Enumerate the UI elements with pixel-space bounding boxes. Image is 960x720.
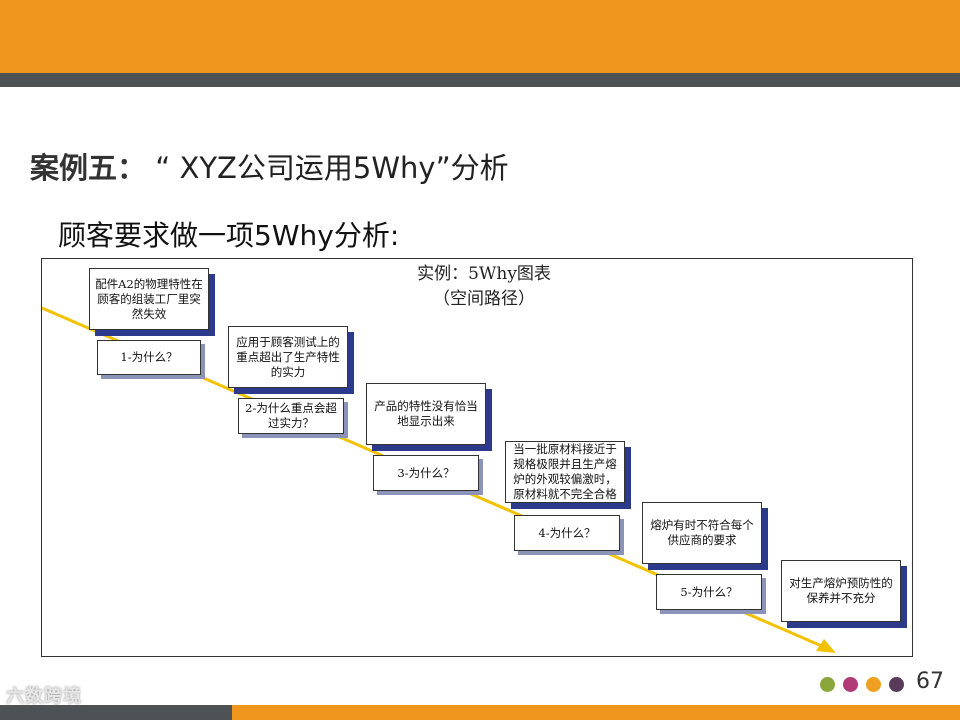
page-number: 67: [916, 669, 944, 694]
watermark-logo: 六数跨境: [6, 686, 82, 707]
title-lead: 案例五：: [30, 151, 147, 185]
fact-box-2: 应用于顾客测试上的重点超出了生产特性的实力: [228, 326, 348, 388]
slide-title: 案例五： “ XYZ公司运用5Why”分析: [30, 145, 509, 187]
caption-line-2: （空间路径）: [433, 289, 535, 309]
caption-line-1: 实例：5Why图表: [417, 264, 551, 284]
footer-bar-gray: [0, 705, 232, 720]
footer-dot-green: [820, 677, 835, 692]
fact-box-6: 对生产熔炉预防性的保养并不充分: [781, 560, 901, 622]
footer-dot-magenta: [843, 677, 858, 692]
slide-subtitle: 顾客要求做一项5Why分析:: [58, 219, 400, 252]
why-box-1: 1-为什么？: [97, 340, 201, 375]
header-underline: [0, 73, 960, 87]
title-text: “ XYZ公司运用5Why”分析: [155, 151, 509, 185]
fact-box-1: 配件A2的物理特性在顾客的组装工厂里突然失效: [89, 268, 209, 330]
footer-dot-purple: [889, 677, 904, 692]
footer-dot-orange: [866, 677, 881, 692]
why-box-2: 2-为什么重点会超过实力？: [238, 398, 344, 434]
fact-box-4: 当一批原材料接近于规格极限并且生产熔炉的外观较偏激时，原材料就不完全合格: [505, 441, 625, 503]
footer-bar-orange: [232, 705, 960, 720]
why-box-4: 4-为什么？: [514, 515, 620, 551]
fact-box-3: 产品的特性没有恰当地显示出来: [366, 383, 486, 445]
diagram-panel: 实例：5Why图表 （空间路径） 配件A2的物理特性在顾客的组装工厂里突然失效 …: [41, 258, 913, 657]
why-box-3: 3-为什么？: [373, 455, 479, 491]
fact-box-5: 熔炉有时不符合每个供应商的要求: [642, 502, 762, 564]
diagram-caption: 实例：5Why图表 （空间路径）: [374, 262, 594, 312]
header-bar: [0, 0, 960, 73]
why-box-5: 5-为什么？: [656, 574, 762, 610]
